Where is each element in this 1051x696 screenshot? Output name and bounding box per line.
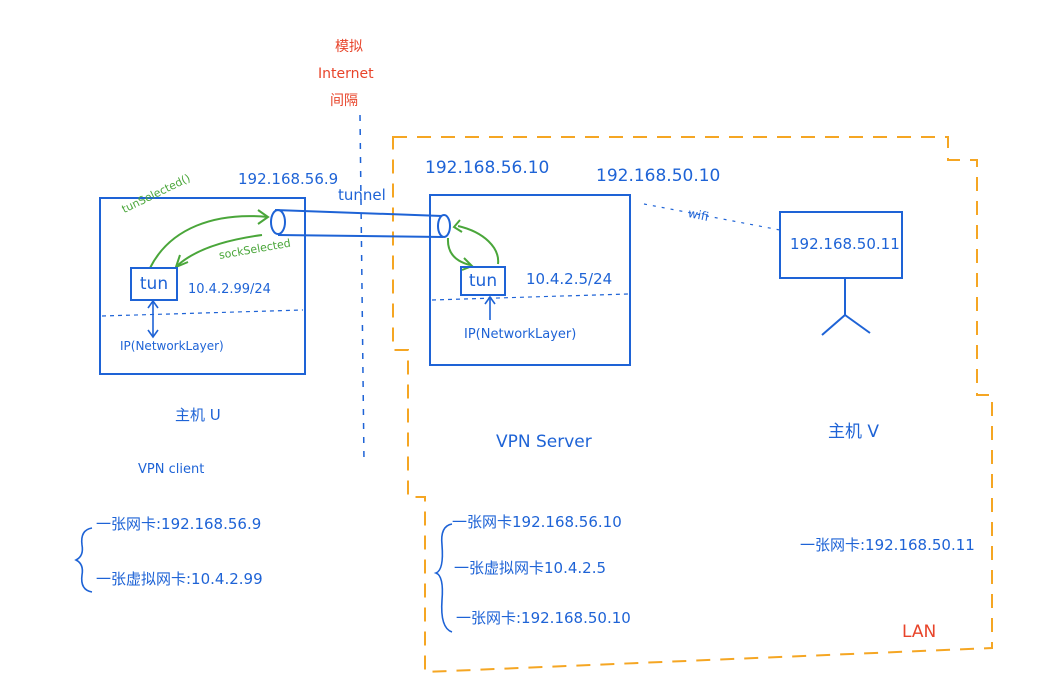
wifi-link xyxy=(643,203,781,231)
host-u-tun-label: tun xyxy=(139,274,169,294)
tunnel-label: tunnel xyxy=(338,186,386,204)
server-arrowhead-up xyxy=(452,219,463,233)
internet-separator-line xyxy=(359,114,365,463)
host-v-nic1: 一张网卡:192.168.50.11 xyxy=(800,536,975,554)
server-layer-divider xyxy=(431,293,629,301)
sock-selected-arrow xyxy=(177,234,263,266)
server-tun-label: tun xyxy=(468,271,498,291)
annotation-line2: Internet xyxy=(318,66,374,82)
host-u-box xyxy=(99,197,306,375)
host-u-ip-label: 192.168.56.9 xyxy=(238,170,339,188)
host-u-brace xyxy=(74,527,93,593)
server-arrow-down xyxy=(446,237,471,266)
host-u-nic2: 一张虚拟网卡:10.4.2.99 xyxy=(96,570,263,588)
server-arrow-up xyxy=(457,225,500,265)
server-nic2: 一张虚拟网卡10.4.2.5 xyxy=(454,559,607,577)
annotation-line1: 模拟 xyxy=(335,39,363,55)
server-tun-interface: tun xyxy=(460,266,506,296)
host-u-tun-interface: tun xyxy=(130,267,178,301)
host-u-nic1: 一张网卡:192.168.56.9 xyxy=(96,515,262,533)
server-box xyxy=(429,194,631,366)
annotation-line3: 间隔 xyxy=(330,93,358,109)
server-title: VPN Server xyxy=(496,432,592,452)
server-nic1: 一张网卡192.168.56.10 xyxy=(452,513,622,531)
server-brace xyxy=(433,523,453,633)
tunnel-end-right xyxy=(437,214,451,238)
host-u-ip-layer: IP(NetworkLayer) xyxy=(120,339,224,353)
lan-label: LAN xyxy=(902,622,937,642)
host-u-tun-ip-arrowhead-top xyxy=(147,299,159,309)
host-u-tun-ip-arrowhead-bottom xyxy=(147,329,159,339)
server-nic3: 一张网卡:192.168.50.10 xyxy=(456,609,631,627)
tun-selected-arrowhead xyxy=(257,209,270,225)
server-ip-left: 192.168.56.10 xyxy=(425,158,550,178)
tunnel-end-left xyxy=(270,209,286,235)
server-ip-right: 192.168.50.10 xyxy=(596,166,721,186)
host-u-title: 主机 U xyxy=(175,406,221,424)
host-v-leg-left xyxy=(821,314,846,336)
lan-region xyxy=(392,136,993,674)
server-tun-ip-arrowhead-top xyxy=(484,295,496,305)
host-v-title: 主机 V xyxy=(828,422,880,442)
tunnel-tube-bottom xyxy=(277,234,444,238)
host-v-leg-right xyxy=(844,314,871,334)
host-u-tun-ip: 10.4.2.99/24 xyxy=(188,282,271,297)
host-u-layer-divider xyxy=(101,309,304,317)
wifi-label: wifi xyxy=(686,205,710,225)
host-v-ip-label: 192.168.50.11 xyxy=(790,235,900,253)
server-tun-ip: 10.4.2.5/24 xyxy=(526,270,613,288)
tun-selected-arrow xyxy=(149,215,269,269)
tunnel-tube-top xyxy=(274,209,443,217)
server-ip-layer: IP(NetworkLayer) xyxy=(464,327,577,342)
host-u-subtitle: VPN client xyxy=(138,462,205,477)
host-v-monitor xyxy=(779,211,903,279)
